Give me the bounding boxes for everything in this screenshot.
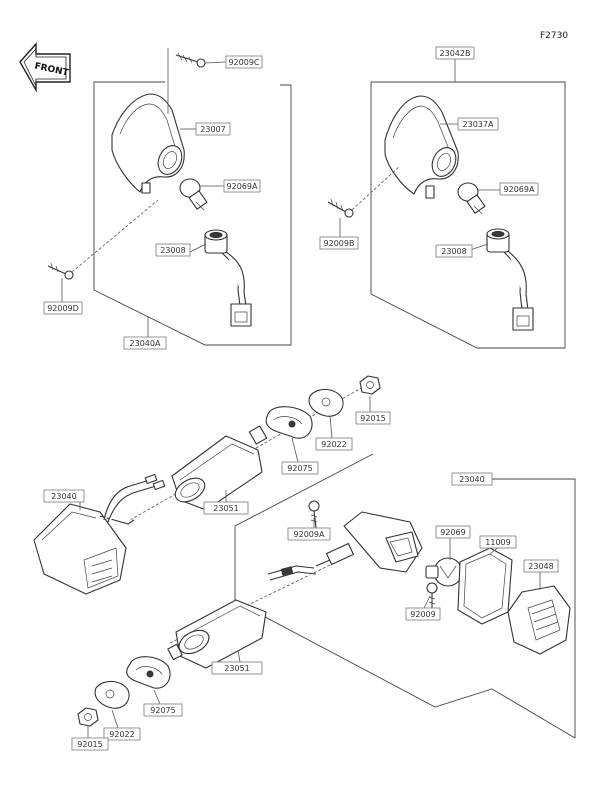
front-left-turn-signal-assembly xyxy=(47,48,292,346)
part-label: 23008 xyxy=(160,246,185,255)
part-label: 11009 xyxy=(485,538,510,547)
gasket-icon xyxy=(457,547,513,625)
grommet-icon xyxy=(126,656,171,689)
turn-signal-right-icon xyxy=(267,511,423,581)
washer-icon xyxy=(308,388,344,417)
part-label: 92022 xyxy=(321,440,346,449)
screw-icon xyxy=(308,500,320,529)
part-label: 92075 xyxy=(287,464,312,473)
part-label: 92015 xyxy=(360,414,385,423)
part-label: 23048 xyxy=(528,562,553,571)
nut-icon xyxy=(77,707,99,727)
part-label: 23051 xyxy=(224,664,249,673)
front-right-turn-signal-assembly xyxy=(327,59,566,349)
part-label: 92069A xyxy=(227,182,258,191)
part-label: 23051 xyxy=(213,504,238,513)
bulb-icon xyxy=(179,178,208,211)
part-label: 23007 xyxy=(200,125,225,134)
socket-icon xyxy=(486,228,534,331)
rear-turn-signal-assembly xyxy=(33,375,576,739)
turn-signal-left-icon xyxy=(33,473,166,595)
screw-icon xyxy=(175,52,206,68)
part-label: 92069 xyxy=(440,528,465,537)
part-label: 23040 xyxy=(51,492,76,501)
bulb-icon xyxy=(457,182,486,215)
screw-icon xyxy=(47,262,74,280)
part-label: 92009C xyxy=(228,58,259,67)
figure-code: F2730 xyxy=(540,31,569,41)
part-label: 92009B xyxy=(324,239,355,248)
part-label: 92069A xyxy=(504,185,535,194)
socket-icon xyxy=(204,229,252,327)
part-label: 92009A xyxy=(294,530,325,539)
nut-icon xyxy=(359,375,381,395)
part-label: 92009D xyxy=(47,304,79,313)
part-label: 23037A xyxy=(463,120,494,129)
part-label: 23040 xyxy=(459,475,484,484)
lens-icon xyxy=(507,585,571,655)
part-label: 23040A xyxy=(130,339,161,348)
front-arrow-icon: FRONT xyxy=(19,42,71,93)
screw-icon xyxy=(426,582,438,608)
part-label: 92075 xyxy=(150,706,175,715)
part-label: 23008 xyxy=(441,247,466,256)
grommet-icon xyxy=(265,406,313,439)
part-label: 92015 xyxy=(77,740,102,749)
bulb-icon xyxy=(425,557,463,587)
screw-icon xyxy=(327,198,354,218)
stalk-icon xyxy=(167,599,267,669)
washer-icon xyxy=(94,680,130,709)
stalk-icon xyxy=(171,425,268,511)
part-label: 92022 xyxy=(109,730,134,739)
part-label: 92009 xyxy=(410,610,435,619)
part-label: 23042B xyxy=(440,49,471,58)
